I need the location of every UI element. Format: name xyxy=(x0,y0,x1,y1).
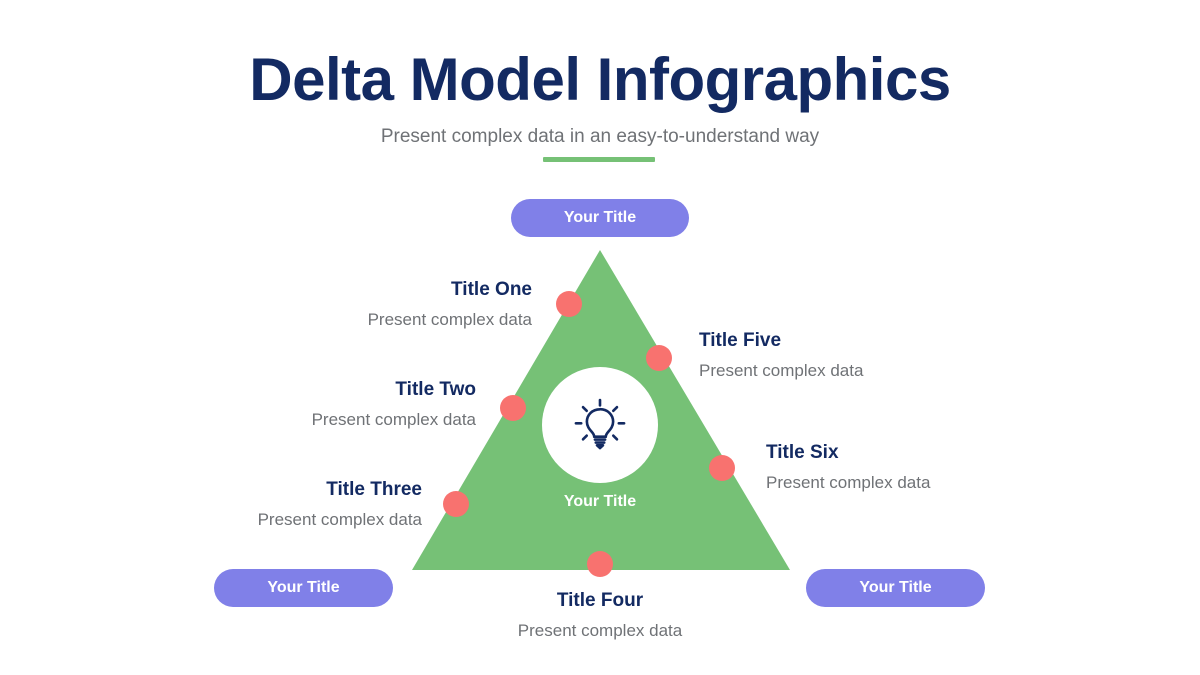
header: Delta Model Infographics Present complex… xyxy=(0,0,1200,149)
lightbulb-icon xyxy=(574,398,626,450)
page-subtitle: Present complex data in an easy-to-under… xyxy=(380,126,820,147)
center-hub-label: Your Title xyxy=(563,493,637,510)
center-hub xyxy=(542,367,658,483)
node-two-title: Title Two xyxy=(395,379,476,400)
node-one-title: Title One xyxy=(451,279,532,300)
node-three-title: Title Three xyxy=(326,479,422,500)
node-four-desc: Present complex data xyxy=(517,621,683,640)
dot-two xyxy=(500,395,526,421)
node-two-desc: Present complex data xyxy=(311,410,476,429)
pill-bottom-left-label: Your Title xyxy=(267,579,340,596)
node-label-one[interactable]: Title One Present complex data xyxy=(368,278,532,331)
dot-six xyxy=(709,455,735,481)
node-six-desc: Present complex data xyxy=(766,473,931,492)
node-five-desc: Present complex data xyxy=(699,361,864,380)
dot-three xyxy=(443,491,469,517)
dot-one xyxy=(556,291,582,317)
title-divider xyxy=(543,157,655,162)
node-label-six[interactable]: Title Six Present complex data xyxy=(766,441,930,494)
node-six-title: Title Six xyxy=(766,442,839,463)
node-five-title: Title Five xyxy=(699,330,782,351)
dot-four xyxy=(587,551,613,577)
node-one-desc: Present complex data xyxy=(367,310,532,329)
node-three-desc: Present complex data xyxy=(257,510,422,529)
node-label-three[interactable]: Title Three Present complex data xyxy=(258,478,422,531)
pill-bottom-right-label: Your Title xyxy=(859,579,932,596)
node-label-five[interactable]: Title Five Present complex data xyxy=(699,329,863,382)
dot-five xyxy=(646,345,672,371)
pill-bottom-left[interactable]: Your Title xyxy=(214,569,393,607)
page-title: Delta Model Infographics xyxy=(249,46,951,113)
pill-bottom-right[interactable]: Your Title xyxy=(806,569,985,607)
pill-top[interactable]: Your Title xyxy=(511,199,689,237)
pill-top-label: Your Title xyxy=(563,209,637,226)
node-label-four[interactable]: Title Four Present complex data xyxy=(500,589,700,642)
node-label-two[interactable]: Title Two Present complex data xyxy=(312,378,476,431)
node-four-title: Title Four xyxy=(556,590,644,611)
